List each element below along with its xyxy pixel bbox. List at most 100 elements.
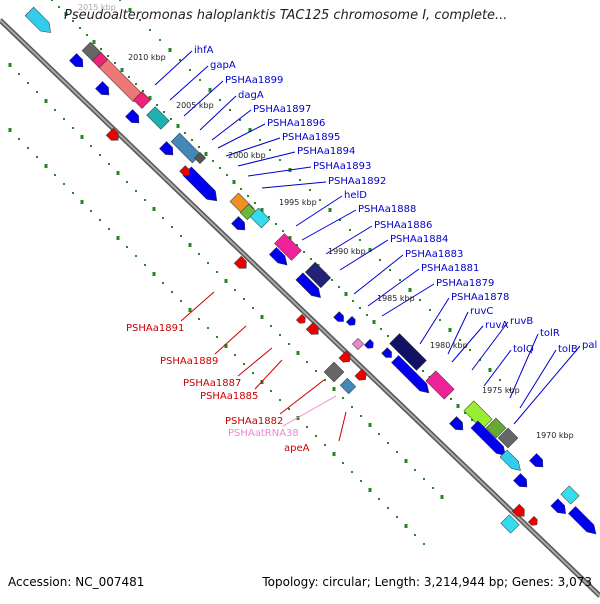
tick-dot: [58, 6, 60, 8]
leader-line: [471, 321, 509, 371]
tick-label: 2015 kbp: [78, 3, 116, 12]
tick-dot: [162, 282, 164, 284]
tick-dot: [184, 132, 186, 134]
gene-arrow-shape: [381, 347, 392, 358]
leader-line: [247, 166, 312, 177]
tick-dot: [116, 171, 120, 175]
gene-label: PSHAa1881: [421, 263, 479, 274]
tick-dot: [108, 163, 110, 165]
tick-dot: [351, 471, 353, 473]
gene-label: tolR: [540, 328, 560, 339]
gene-arrow: [69, 53, 84, 68]
leader-line: [381, 283, 435, 317]
leader-line: [295, 195, 343, 227]
gene-arrow-shape: [159, 141, 174, 156]
tick-dot: [64, 12, 68, 16]
gene-block-shape: [193, 151, 207, 165]
gene-label-reverse: apeA: [284, 443, 310, 454]
tick-label: 1990 kbp: [328, 247, 366, 256]
gene-arrow-shape: [69, 53, 84, 68]
gene-arrow-shape: [125, 109, 140, 124]
gene-label: PSHAa1879: [436, 278, 494, 289]
gene-block: [24, 6, 51, 33]
tick-dot: [459, 339, 461, 341]
gene-label: ruvC: [470, 306, 493, 317]
tick-dot: [439, 319, 441, 321]
gene-block: [339, 377, 357, 395]
gene-block-shape: [24, 6, 51, 33]
tick-dot: [243, 363, 245, 365]
tick-dot: [63, 183, 65, 185]
tick-dot: [188, 308, 192, 312]
accession-text: Accession: NC_007481: [8, 575, 145, 589]
tick-dot: [248, 128, 252, 132]
tick-dot: [229, 109, 231, 111]
tick-dot: [464, 412, 466, 414]
tick-dot: [80, 200, 84, 204]
gene-label: PSHAa1886: [374, 220, 432, 231]
tick-dot: [332, 387, 336, 391]
tick-dot: [144, 264, 146, 266]
gene-block-shape: [249, 207, 271, 229]
gene-label: PSHAa1893: [313, 161, 371, 172]
tick-dot: [429, 309, 431, 311]
gene-block: [249, 207, 271, 229]
tick-dot: [306, 361, 308, 363]
tick-dot: [279, 334, 281, 336]
tick-dot: [216, 271, 218, 273]
gene-block: [97, 57, 143, 103]
gene-block: [323, 361, 345, 383]
tick-dot: [499, 379, 501, 381]
tick-dot: [198, 146, 200, 148]
gene-arrow: [568, 506, 597, 535]
gene-label: ruvA: [485, 320, 508, 331]
tick-dot: [419, 299, 421, 301]
tick-dot: [159, 39, 161, 41]
tick-dot: [226, 174, 228, 176]
tick-dot: [315, 370, 317, 372]
tick-dot: [372, 320, 376, 324]
tick-dot: [90, 210, 92, 212]
gene-arrow-reverse: [511, 503, 525, 517]
gene-arrow-reverse: [305, 321, 319, 335]
tick-dot: [360, 415, 362, 417]
tick-dot: [128, 76, 130, 78]
tick-dot: [342, 462, 344, 464]
gene-block: [304, 261, 332, 289]
tick-dot: [360, 480, 362, 482]
leader-line: [169, 65, 209, 101]
tick-dot: [162, 217, 164, 219]
tick-dot: [8, 128, 12, 132]
gene-arrow-shape: [269, 247, 288, 266]
tick-dot: [189, 69, 191, 71]
tick-dot: [90, 145, 92, 147]
tick-dot: [232, 180, 236, 184]
tick-dot: [54, 109, 56, 111]
tick-dot: [338, 286, 340, 288]
tick-dot: [126, 246, 128, 248]
tick-dot: [219, 99, 221, 101]
tick-dot: [396, 451, 398, 453]
tick-dot: [387, 335, 389, 337]
leader-line: [301, 209, 357, 241]
tick-dot: [368, 488, 372, 492]
gene-arrow: [269, 247, 288, 266]
tick-dot: [448, 328, 452, 332]
gene-arrow: [363, 338, 374, 349]
gene-label-reverse: PSHAa1882: [225, 416, 283, 427]
gene-arrow-reverse-shape: [295, 313, 306, 324]
tick-dot: [378, 498, 380, 500]
gene-label-reverse: PSHAa1885: [200, 391, 258, 402]
tick-dot: [404, 524, 408, 528]
gene-block: [560, 485, 580, 505]
gene-label: dagA: [238, 90, 264, 101]
tick-label: 1985 kbp: [377, 294, 415, 303]
gene-block: [146, 106, 170, 130]
tick-dot: [349, 229, 351, 231]
gene-block-shape: [463, 400, 493, 430]
tick-dot: [279, 399, 281, 401]
gene-label-reverse: PSHAatRNA38: [228, 428, 299, 439]
gene-arrow-shape: [231, 216, 246, 231]
tick-dot: [116, 236, 120, 240]
gene-arrow: [345, 315, 356, 326]
